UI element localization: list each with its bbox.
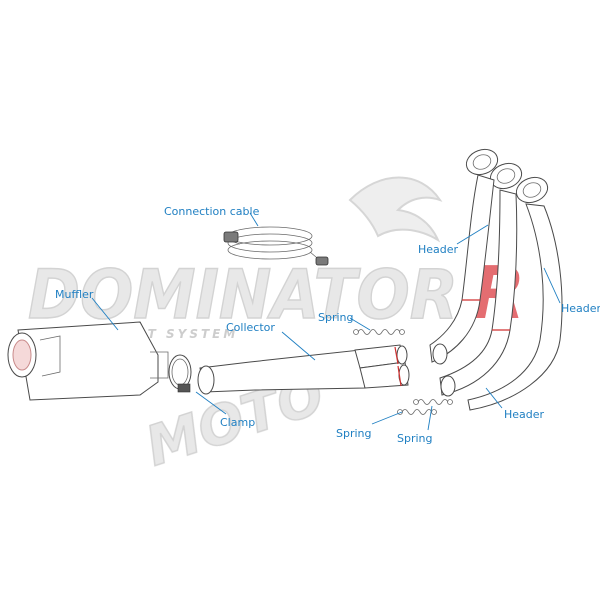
label-header-right: Header bbox=[561, 302, 600, 315]
label-connection-cable: Connection cable bbox=[164, 205, 260, 218]
header-pipes bbox=[429, 148, 563, 411]
connection-cable bbox=[223, 226, 329, 266]
labels: Connection cable Muffler Collector Clamp… bbox=[55, 205, 600, 445]
label-spring-top: Spring bbox=[318, 311, 354, 324]
cable-connector-left bbox=[223, 231, 239, 243]
spring-left bbox=[397, 409, 437, 415]
watermark-bird-icon bbox=[348, 176, 443, 243]
muffler bbox=[7, 321, 169, 401]
clamp bbox=[168, 354, 192, 393]
header-flange-1 bbox=[465, 148, 499, 176]
label-spring-left: Spring bbox=[336, 427, 372, 440]
label-collector: Collector bbox=[226, 321, 275, 334]
label-header-bottom: Header bbox=[504, 408, 545, 421]
muffler-outlet bbox=[12, 339, 32, 371]
label-muffler: Muffler bbox=[55, 288, 94, 301]
header-flange-2 bbox=[489, 162, 523, 190]
watermark-brand-main: DOMINATOR bbox=[28, 256, 458, 335]
label-clamp: Clamp bbox=[220, 416, 255, 429]
label-spring-right: Spring bbox=[397, 432, 433, 445]
leader-lines bbox=[91, 212, 561, 431]
spring-right bbox=[413, 399, 453, 405]
collector bbox=[197, 344, 410, 395]
header-flange-3 bbox=[515, 176, 549, 204]
label-header-top: Header bbox=[418, 243, 459, 256]
cable-connector-right bbox=[315, 256, 329, 266]
spring-top bbox=[353, 329, 405, 335]
